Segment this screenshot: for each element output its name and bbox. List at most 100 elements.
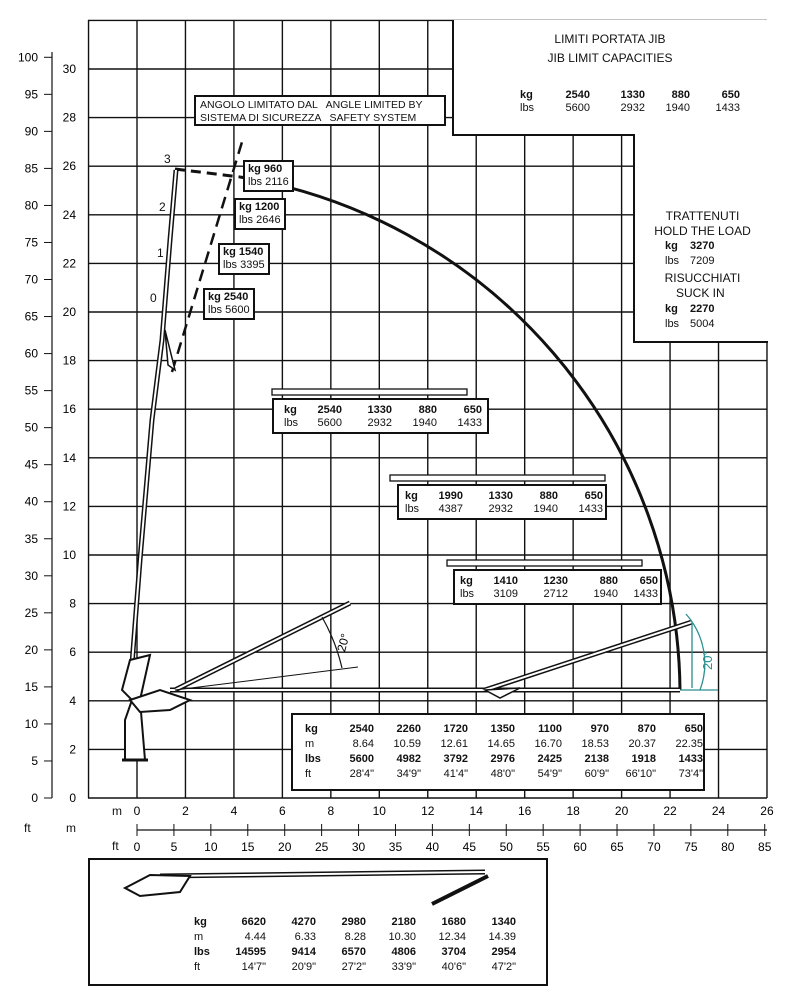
kg-value: 2540: [565, 89, 590, 101]
left-ft-tick-label: 30: [25, 569, 39, 583]
left-ft-tick-label: 60: [25, 347, 39, 361]
bottom-m-tick-label: 0: [134, 804, 141, 818]
lbs-value: 2954: [491, 946, 516, 958]
crane-boom-vertical: [120, 169, 179, 762]
left-m-tick-label: 4: [69, 694, 76, 708]
crane-boom-horizontal: [128, 687, 680, 714]
lbs-value: 5600: [349, 753, 374, 765]
tip-load-lbs: lbs 2646: [239, 214, 281, 226]
kg-value: 2540: [317, 404, 342, 416]
bottom-ft-tick-label: 10: [204, 840, 218, 854]
bottom-ft-tick-label: 85: [758, 840, 772, 854]
bottom-crane-sketch: [122, 869, 489, 906]
suck-lbs-label: lbs: [665, 318, 680, 330]
angle-limit-notice: ANGOLO LIMITATO DAL ANGLE LIMITED BY SIS…: [194, 95, 446, 126]
bottom-m-tick-label: 20: [615, 804, 629, 818]
hold-lbs-label: lbs: [665, 255, 680, 267]
ft-value: 34'9": [396, 768, 421, 780]
suck-kg-value: 2270: [690, 303, 715, 315]
bottom-ft-tick-label: 50: [500, 840, 514, 854]
m-value: 8.64: [352, 738, 374, 750]
ft-value: 66'10": [625, 768, 656, 780]
m-value: 16.70: [534, 738, 562, 750]
suck-kg-label: kg: [665, 303, 678, 315]
angle-annotation-right: [680, 613, 718, 691]
bottom-m-tick-label: 24: [712, 804, 726, 818]
bottom-m-tick-label: 4: [231, 804, 238, 818]
kg-value: 970: [590, 723, 609, 735]
m-value: 10.59: [393, 738, 421, 750]
tip-load-kg: kg 2540: [208, 291, 249, 303]
kg-value: 880: [539, 490, 558, 502]
angle-notice-line2: SISTEMA DI SICUREZZA SAFETY SYSTEM: [200, 112, 417, 124]
kg-value: 2180: [391, 916, 416, 928]
left-ft-tick-label: 100: [18, 50, 38, 64]
lbs-value: 1433: [715, 102, 740, 114]
lbs-value: 2976: [490, 753, 515, 765]
m-value: 20.37: [628, 738, 656, 750]
lbs-value: 2138: [584, 753, 609, 765]
kg-value: 1330: [620, 89, 645, 101]
m-value: 10.30: [388, 931, 416, 943]
kg-value: 1410: [493, 575, 518, 587]
ft-value: 47'2": [491, 961, 516, 973]
tip-load-lbs: lbs 3395: [223, 259, 265, 271]
lbs-label: lbs: [284, 417, 299, 429]
left-m-tick-label: 20: [63, 305, 77, 319]
left-ft-tick-label: 25: [25, 606, 39, 620]
left-m-tick-label: 16: [63, 402, 77, 416]
tip-load-kg: kg 1540: [223, 246, 264, 258]
bottom-m-tick-label: 14: [470, 804, 484, 818]
ft-value: 33'9": [391, 961, 416, 973]
ft-value: 41'4": [443, 768, 468, 780]
lbs-value: 5600: [317, 417, 342, 429]
left-ft-tick-label: 90: [25, 124, 39, 138]
jib-limits-title-it: LIMITI PORTATA JIB: [554, 32, 666, 46]
bottom-ft-tick-label: 45: [463, 840, 477, 854]
left-ft-tick-label: 75: [25, 235, 39, 249]
kg-value: 1340: [491, 916, 516, 928]
kg-label: kg: [460, 575, 473, 587]
kg-value: 650: [684, 723, 703, 735]
range-curve-dashed: [174, 167, 241, 179]
jib-limits-title-en: JIB LIMIT CAPACITIES: [547, 51, 673, 65]
bottom-m-tick-label: 16: [518, 804, 532, 818]
left-m-tick-label: 2: [69, 742, 76, 756]
ft-value: 48'0": [490, 768, 515, 780]
m-value: 14.39: [488, 931, 516, 943]
left-ft-tick-label: 40: [25, 495, 39, 509]
bottom-ft-tick-label: 30: [352, 840, 366, 854]
ft-value: 27'2": [341, 961, 366, 973]
ft-value: 20'9": [291, 961, 316, 973]
kg-value: 1350: [490, 723, 515, 735]
lbs-label: lbs: [520, 102, 535, 114]
kg-value: 880: [599, 575, 618, 587]
left-ft-unit: ft: [24, 821, 31, 835]
jib-limits-table: kg 2540 1330 880 650 lbs 5600 2932 1940 …: [520, 89, 740, 115]
kg-value: 2540: [349, 723, 374, 735]
kg-label: kg: [520, 89, 533, 101]
hold-kg-label: kg: [665, 240, 678, 252]
lbs-label: lbs: [405, 503, 420, 515]
lbs-value: 2932: [367, 417, 392, 429]
ft-label: ft: [305, 768, 312, 780]
lbs-value: 1940: [533, 503, 558, 515]
kg-label: kg: [194, 916, 207, 928]
boom-stage-2: 2: [159, 200, 166, 214]
angle-label-right: 20°: [700, 650, 715, 670]
kg-value: 1100: [538, 723, 562, 735]
hold-label-it: TRATTENUTI: [665, 209, 740, 223]
bottom-ft-tick-label: 65: [610, 840, 624, 854]
kg-value: 2260: [396, 723, 421, 735]
lbs-label: lbs: [194, 946, 210, 958]
tip-load-kg: kg 1200: [239, 201, 280, 213]
bottom-m-tick-label: 6: [279, 804, 286, 818]
kg-label: kg: [305, 723, 318, 735]
